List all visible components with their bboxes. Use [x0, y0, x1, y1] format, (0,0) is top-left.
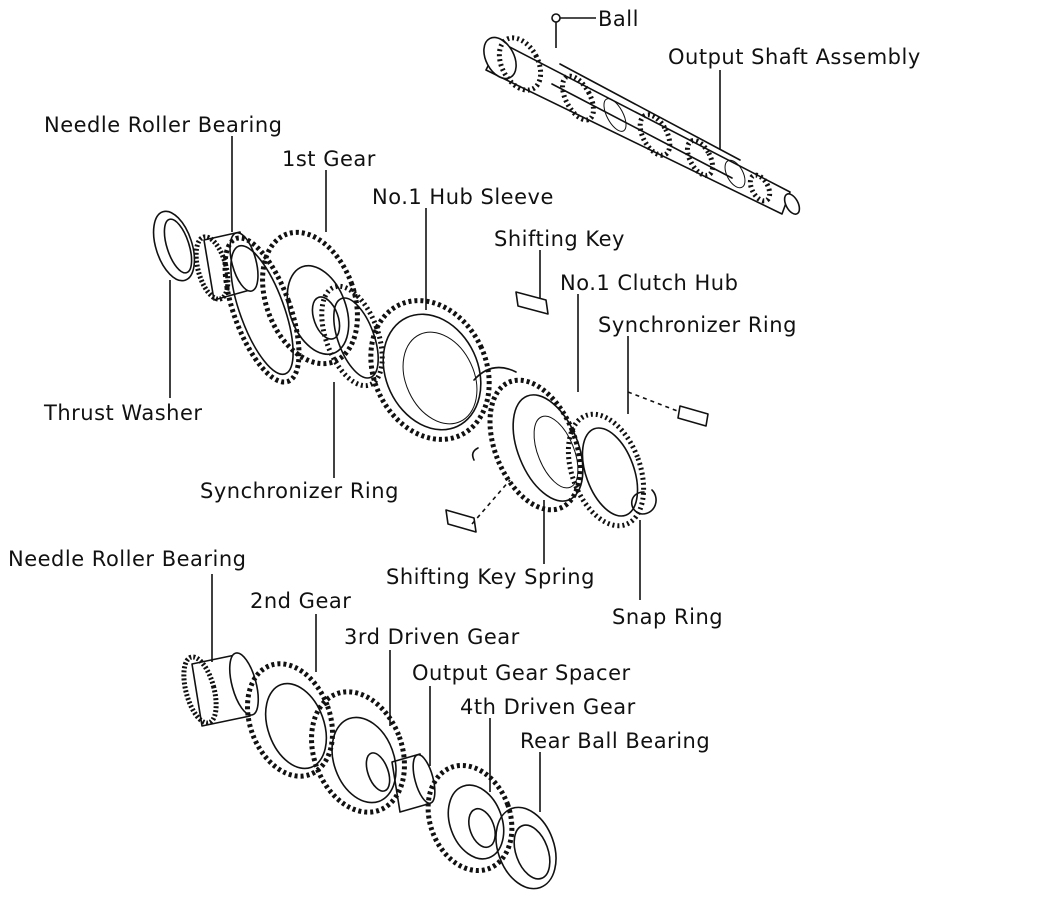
- first-gear: [222, 229, 360, 385]
- label-no1-hub-sleeve: No.1 Hub Sleeve: [372, 185, 554, 209]
- needle-roller-bearing-upper: [193, 231, 259, 302]
- label-synchronizer-ring-left: Synchronizer Ring: [200, 479, 399, 503]
- rear-ball-bearing: [495, 806, 557, 890]
- no1-clutch-hub: [487, 377, 584, 513]
- label-needle-roller-bearing-lower: Needle Roller Bearing: [8, 547, 247, 571]
- label-needle-roller-bearing-upper: Needle Roller Bearing: [44, 113, 283, 137]
- shifting-key-third: [627, 391, 709, 427]
- label-thrust-washer: Thrust Washer: [43, 401, 203, 425]
- output-shaft-assembly: [483, 35, 801, 215]
- no1-hub-sleeve: [368, 298, 492, 442]
- label-shifting-key-spring: Shifting Key Spring: [386, 565, 595, 589]
- label-second-gear: 2nd Gear: [250, 589, 351, 613]
- label-output-shaft-assembly: Output Shaft Assembly: [668, 45, 921, 69]
- shifting-key-upper: [515, 291, 549, 315]
- label-synchronizer-ring-right: Synchronizer Ring: [598, 313, 797, 337]
- thrust-washer: [152, 210, 196, 282]
- label-snap-ring: Snap Ring: [612, 605, 723, 629]
- label-first-gear: 1st Gear: [282, 147, 376, 171]
- fourth-driven-gear: [425, 762, 515, 874]
- shifting-key-lower: [445, 509, 477, 533]
- synchronizer-ring-left: [319, 283, 385, 389]
- label-fourth-driven-gear: 4th Driven Gear: [460, 695, 636, 719]
- needle-roller-bearing-lower: [181, 652, 260, 727]
- ball: [551, 13, 561, 23]
- label-shifting-key: Shifting Key: [494, 227, 625, 251]
- snap-ring: [630, 489, 657, 515]
- third-driven-gear: [309, 689, 407, 815]
- label-third-driven-gear: 3rd Driven Gear: [344, 625, 520, 649]
- leader-lines: [169, 17, 721, 812]
- label-output-gear-spacer: Output Gear Spacer: [412, 661, 631, 685]
- label-no1-clutch-hub: No.1 Clutch Hub: [560, 271, 738, 295]
- shifting-key-spring: [471, 366, 517, 461]
- second-gear: [244, 661, 336, 779]
- label-rear-ball-bearing: Rear Ball Bearing: [520, 729, 710, 753]
- label-ball: Ball: [598, 7, 639, 31]
